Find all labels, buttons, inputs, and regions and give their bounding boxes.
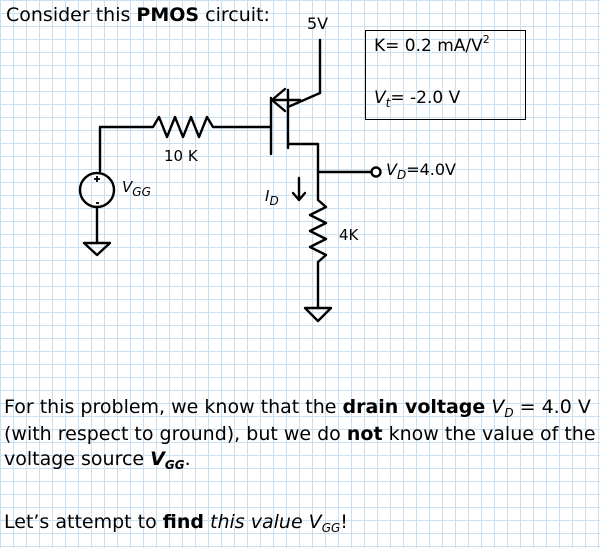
paragraph-text-3: know the value of the voltage source [4,423,596,470]
paragraph-vgg-subscript: GG [164,458,185,472]
paragraph-vd-symbol: V [485,396,505,418]
vgg-symbol: V [122,178,133,196]
vd-symbol: V [386,160,397,179]
problem-paragraph: For this problem, we know that the drain… [4,395,600,474]
title-suffix-text: circuit: [199,4,270,26]
page-title: Consider this PMOS circuit: [6,4,270,26]
source-lead [286,91,322,109]
paragraph-text-1: For this problem, we know that the [4,396,343,418]
vd-subscript: D [396,168,407,182]
source-arrow-icon [270,87,287,113]
paragraph-vgg-symbol: V [150,448,165,470]
k-parameter: K= 0.2 mA/V2 [374,33,490,56]
drain-resistor-wire [308,170,328,310]
current-arrow-icon [291,176,307,202]
vd-value: =4.0V [406,160,456,179]
drain-lead [286,142,320,174]
gate-resistor-label: 10 K [164,147,198,165]
vt-symbol: V [374,88,386,108]
id-symbol: I [265,187,270,205]
question-text-1: Let’s attempt to [4,511,163,533]
gate-resistor-wire [98,115,273,173]
k-exponent: 2 [482,33,490,46]
drain-resistor-label: 4K [339,226,359,244]
output-node-icon [370,166,382,178]
question-vgg-subscript: GG [321,521,341,535]
drain-current-label: ID [265,187,279,208]
vt-parameter: Vt= -2.0 V [374,88,461,110]
paragraph-period: . [184,448,191,470]
question-exclamation: ! [340,511,348,533]
ground-icon-right [303,306,333,323]
paragraph-text-2: = 4.0 V (with respect to ground), but we… [4,396,591,445]
vt-subscript: t [385,96,391,110]
title-bold-text: PMOS [136,4,200,26]
question-vgg-symbol: this value V [204,511,322,533]
vgg-source-label: VGG [122,178,151,199]
paragraph-vd-subscript: D [504,406,514,420]
paragraph-bold-not: not [346,423,383,445]
ground-icon-left [82,241,112,257]
vt-value: = -2.0 V [390,88,461,108]
paragraph-bold-drain-voltage: drain voltage [342,396,486,418]
id-subscript: D [269,194,279,208]
k-label: K= 0.2 mA/V [374,36,483,56]
title-text: Consider this [6,4,137,26]
question-line: Let’s attempt to find this value VGG! [4,511,348,535]
question-bold-find: find [162,511,204,533]
drain-voltage-label: VD=4.0V [386,160,456,182]
vgg-subscript: GG [132,185,151,199]
supply-voltage-label: 5V [307,14,329,33]
parameter-box [365,30,526,120]
